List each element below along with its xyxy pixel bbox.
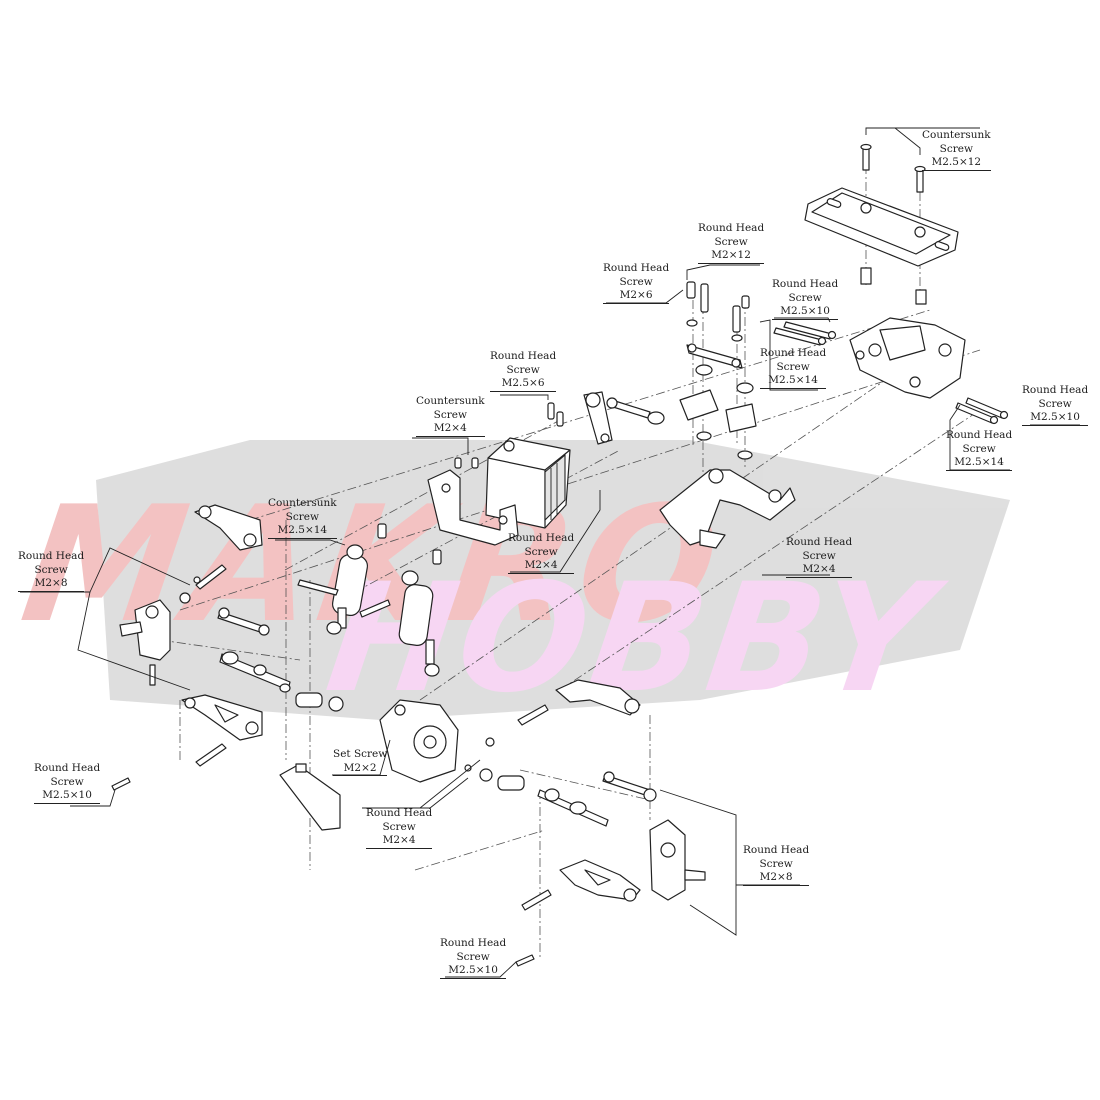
servo — [485, 437, 571, 529]
callout-line: Screw — [788, 291, 822, 304]
callout-line: Screw — [802, 549, 836, 562]
callout-line: M2×4 — [786, 563, 853, 578]
callout-line: M2.5×6 — [490, 377, 557, 392]
callout-line: M2×12 — [698, 249, 765, 264]
callout-line: M2×6 — [603, 289, 670, 304]
callout-line: Screw — [456, 950, 490, 963]
callout-line: M2.5×14 — [760, 374, 827, 389]
servo-bracket — [427, 457, 519, 546]
callout-line: Set Screw — [333, 748, 388, 760]
callout-line: M2.5×14 — [268, 524, 337, 539]
callout-line: Countersunk — [268, 497, 337, 509]
callout-line: M2.5×12 — [922, 156, 991, 171]
left-knuckle — [119, 592, 191, 686]
callout-line: Screw — [50, 775, 84, 788]
screws-m25x14-right — [955, 397, 1009, 425]
callout-line: Round Head — [698, 222, 765, 234]
callout-line: M2×8 — [743, 871, 810, 886]
right-upper-arm — [517, 679, 641, 726]
callout-line: M2.5×14 — [946, 456, 1013, 471]
top-plate — [804, 187, 959, 267]
callout-line: M2.5×10 — [1022, 411, 1089, 426]
callout-line: Screw — [619, 275, 653, 288]
callout-line: Round Head — [508, 532, 575, 544]
callout-line: Screw — [759, 857, 793, 870]
callout-line: M2×4 — [366, 834, 433, 849]
shock-screws — [193, 564, 391, 618]
callout-line: Round Head — [18, 550, 85, 562]
callout-line: Screw — [506, 363, 540, 376]
callout-line: M2×2 — [333, 762, 388, 776]
callout-line: Round Head — [34, 762, 101, 774]
callout-line: Screw — [524, 545, 558, 558]
right-lower-arm — [515, 859, 641, 967]
callout-line: Screw — [285, 510, 319, 523]
spacer-posts — [860, 267, 927, 305]
callout-line: Round Head — [366, 807, 433, 819]
right-knuckle — [649, 819, 706, 901]
callout-line: Round Head — [743, 844, 810, 856]
countersunk-screws-top — [860, 143, 926, 193]
callout-line: Round Head — [1022, 384, 1089, 396]
gearbox — [295, 692, 525, 791]
callout-line: Round Head — [946, 429, 1013, 441]
callout-line: Countersunk — [416, 395, 485, 407]
left-upper-arm — [194, 504, 263, 551]
callout-line: M2.5×10 — [772, 305, 839, 320]
callout-line: M2.5×10 — [440, 964, 507, 979]
skid-plate — [279, 763, 341, 831]
callout-line: Round Head — [786, 536, 853, 548]
shock-left — [326, 523, 442, 635]
callout-line: Screw — [1038, 397, 1072, 410]
servo-horn — [547, 391, 613, 445]
callout-line: Round Head — [772, 278, 839, 290]
callout-line: M2×4 — [508, 559, 575, 574]
callout-line: Screw — [382, 820, 416, 833]
callout-line: Screw — [776, 360, 810, 373]
callout-line: Round Head — [490, 350, 557, 362]
servo-link-rod — [606, 397, 665, 425]
bellcrank-mount — [849, 317, 966, 399]
bellcrank-arm — [659, 468, 796, 549]
steering-links — [679, 281, 757, 460]
callout-line: Screw — [433, 408, 467, 421]
callout-line: M2.5×10 — [34, 789, 101, 804]
left-drive-links — [217, 607, 291, 693]
callout-line: Round Head — [603, 262, 670, 274]
leader-lines — [20, 127, 1080, 978]
screws-m25x10-upper — [773, 321, 837, 346]
right-drive-links — [537, 771, 657, 827]
callout-line: Countersunk — [922, 129, 991, 141]
left-lower-arm — [111, 694, 263, 791]
callout-line: Screw — [714, 235, 748, 248]
callout-line: Screw — [34, 563, 68, 576]
callout-line: Screw — [939, 142, 973, 155]
callout-line: M2×4 — [416, 422, 485, 437]
callout-line: M2×8 — [18, 577, 85, 592]
callout-line: Round Head — [760, 347, 827, 359]
callout-line: Round Head — [440, 937, 507, 949]
shock-right — [398, 570, 440, 677]
callout-line: Screw — [962, 442, 996, 455]
